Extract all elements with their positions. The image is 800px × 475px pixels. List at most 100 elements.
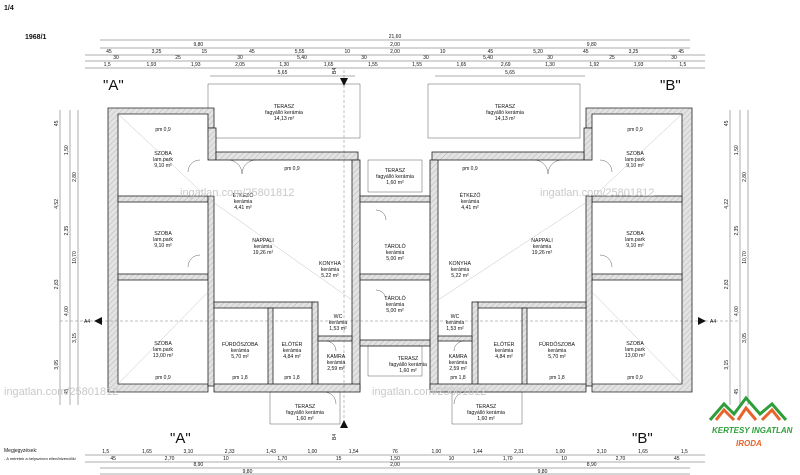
unit-a-label-bottom: "A" (170, 430, 191, 447)
terrace-entry-b-floor: fagyálló kerámia (467, 410, 505, 416)
dim-left: 3,05 (54, 360, 60, 370)
room-pantry-a-area: 2,59 m² (327, 366, 345, 372)
mid-terrace-outline (367, 345, 423, 377)
terrace-top-a-floor: fagyálló kerámia (265, 110, 303, 116)
dim-bottom-row2: 1,50 (390, 456, 400, 462)
room-bath-b-name: FÜRDŐSZOBA (539, 341, 576, 348)
entry-terrace-right (451, 391, 523, 425)
room-storage-2-area: 5,00 m² (386, 308, 404, 314)
dim-bottom-row2: 1,70 (503, 456, 513, 462)
dim-bottom-row1: 1,65 (142, 449, 152, 455)
dim-bottom-row1: 1,00 (307, 449, 317, 455)
dim-bottom-row2: 10 (223, 456, 229, 462)
dim-top-row4: 5,40 (297, 55, 307, 61)
room-bedroom-a3-area: 13,00 m² (153, 353, 174, 359)
room-bath-a-name: FÜRDŐSZOBA (222, 341, 259, 348)
room-dining-a-name: ÉTKEZŐ (233, 192, 254, 199)
dim-top-row5: 2,05 (235, 62, 245, 68)
room-hall-b-floor: kerámia (495, 348, 514, 354)
room-bedroom-b1-area: 9,10 m² (626, 163, 644, 169)
terrace-top-b-floor: fagyálló kerámia (486, 110, 524, 116)
dim-top-row6: 5,65 (505, 70, 515, 76)
dim-left: 2,80 (72, 172, 78, 182)
dim-bottom-row2: 45 (674, 456, 680, 462)
dim-bottom-row1: 1,00 (431, 449, 441, 455)
entry-terrace-left (269, 391, 341, 425)
terrace-entry-a-name: TERASZ (295, 404, 315, 410)
room-pantry-a-name: KAMRA (327, 354, 346, 360)
dim-bottom-row3: 2,00 (390, 462, 400, 468)
dim-top-row3: 10 (440, 49, 446, 55)
room-bath-a-floor: kerámia (231, 348, 250, 354)
room-dining-a-area: 4,41 m² (234, 205, 252, 211)
room-pantry-a-floor: kerámia (327, 360, 346, 366)
dim-left: 45 (54, 120, 60, 126)
drawing-number: 1968/1 (25, 34, 47, 41)
room-wc-b-name: WC (451, 314, 460, 320)
dim-top-row3: 15 (201, 49, 207, 55)
room-kitchen-b-area: 5,22 m² (451, 273, 469, 279)
terrace-mid-bottom-floor: fagyálló kerámia (389, 362, 427, 368)
dim-top-row2: 9,80 (193, 42, 203, 48)
dim-left: 4,52 (54, 199, 60, 209)
terrace-entry-a-floor: fagyálló kerámia (286, 410, 324, 416)
sill-height-8: pm 1,8 (284, 375, 300, 381)
dim-bottom-row3: 8,90 (193, 462, 203, 468)
room-kitchen-a-floor: kerámia (321, 267, 340, 273)
room-wc-b-area: 1,53 m² (446, 326, 464, 332)
room-dining-b-area: 4,41 m² (461, 205, 479, 211)
dim-bottom-row3: 8,90 (587, 462, 597, 468)
dim-top-row2: 9,80 (587, 42, 597, 48)
dim-top-row4: 25 (609, 55, 615, 61)
logo-name: KERTESY INGATLAN (712, 426, 793, 435)
dim-top-row5: 1,65 (324, 62, 334, 68)
dim-left: 2,35 (64, 226, 70, 236)
dim-bottom-row2: 2,70 (165, 456, 175, 462)
room-pantry-b-floor: kerámia (449, 360, 468, 366)
sill-height-0: pm 0,9 (155, 127, 171, 133)
sill-height-4: pm 0,9 (284, 166, 300, 172)
dim-top-row3: 45 (583, 49, 589, 55)
room-kitchen-a-name: KONYHA (319, 261, 341, 267)
top-dimension-lines (85, 39, 705, 77)
room-living-b-floor: kerámia (533, 244, 552, 250)
room-bedroom-b2-floor: lam.park (625, 237, 645, 243)
dim-top-row5: 1,93 (147, 62, 157, 68)
room-hall-a-name: ELŐTÉR (282, 341, 303, 348)
dim-bottom-row2: 10 (561, 456, 567, 462)
room-bath-a-area: 5,70 m² (231, 354, 249, 360)
dim-bottom-row2: 2,70 (616, 456, 626, 462)
roof-lines (60, 70, 740, 430)
room-bath-b-area: 5,70 m² (548, 354, 566, 360)
terrace-entry-b-area: 1,60 m² (477, 416, 495, 422)
notes-title: Megjegyzések: (4, 448, 37, 454)
room-storage-1-name: TÁROLÓ (384, 243, 405, 250)
terrace-mid-bottom-name: TERASZ (398, 356, 418, 362)
room-bedroom-a2-name: SZOBA (154, 231, 172, 237)
sill-height-6: pm 1,8 (232, 375, 248, 381)
section-markers (94, 78, 706, 428)
room-kitchen-b-name: KONYHA (449, 261, 471, 267)
notes-line: - A méretek a helyszínen ellenőrizendők! (4, 456, 76, 461)
dim-left: 2,83 (54, 279, 60, 289)
terrace-mid-top-floor: fagyálló kerámia (376, 174, 414, 180)
dim-bottom-row1: 1,00 (555, 449, 565, 455)
dim-top-row2: 2,00 (390, 42, 400, 48)
dim-right: 4,22 (724, 199, 730, 209)
room-storage-1-floor: kerámia (386, 250, 405, 256)
room-bedroom-a2-floor: lam.park (153, 237, 173, 243)
dim-bottom-row1: 3,10 (597, 449, 607, 455)
dim-top-row4: 30 (671, 55, 677, 61)
dim-right: 4,00 (734, 306, 740, 316)
dim-top-row5: 1,65 (457, 62, 467, 68)
dim-bottom-row2: 1,70 (277, 456, 287, 462)
room-bedroom-a3-floor: lam.park (153, 347, 173, 353)
dim-bottom-row1: 76 (392, 449, 398, 455)
dim-top-row3: 2,00 (390, 49, 400, 55)
dim-right: 45 (724, 120, 730, 126)
dim-left: 10,70 (72, 251, 78, 264)
room-hall-b-area: 4,84 m² (495, 354, 513, 360)
room-bedroom-b2-name: SZOBA (626, 231, 644, 237)
dim-top-row3: 3,25 (629, 49, 639, 55)
